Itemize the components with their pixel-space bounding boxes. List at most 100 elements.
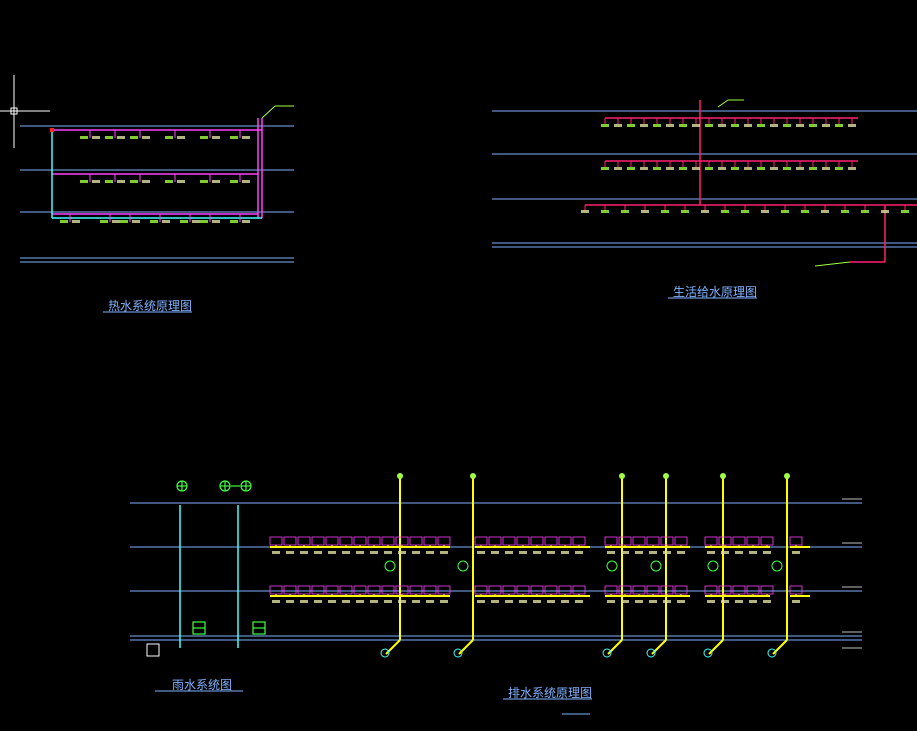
annotation-tick — [162, 220, 170, 223]
cleanout-icon — [767, 648, 777, 658]
fixture-box — [530, 585, 544, 595]
fixture-box — [674, 536, 688, 546]
annotation-tick — [621, 210, 629, 213]
annotation-tick — [519, 600, 527, 603]
annotation-tick — [822, 167, 830, 170]
fixture-box — [395, 536, 409, 546]
annotation-tick — [744, 167, 752, 170]
annotation-tick — [649, 600, 657, 603]
annotation-tick — [640, 124, 648, 127]
annotation-tick — [370, 600, 378, 603]
annotation-tick — [649, 551, 657, 554]
annotation-tick — [707, 551, 715, 554]
annotation-tick — [575, 600, 583, 603]
annotation-tick — [770, 124, 778, 127]
annotation-tick — [505, 551, 513, 554]
annotation-tick — [92, 136, 100, 139]
annotation-tick — [105, 136, 113, 139]
annotation-tick — [230, 180, 238, 183]
fixture-box — [488, 536, 502, 546]
annotation-tick — [212, 136, 220, 139]
domestic-riser-tag — [717, 99, 851, 267]
annotation-tick — [230, 136, 238, 139]
annotation-tick — [105, 180, 113, 183]
fixture-box — [544, 585, 558, 595]
annotation-tick — [200, 136, 208, 139]
annotation-tick — [328, 551, 336, 554]
fixture-box — [646, 585, 660, 595]
annotation-tick — [130, 136, 138, 139]
annotation-tick — [607, 600, 615, 603]
fixture-box — [646, 536, 660, 546]
annotation-tick — [519, 551, 527, 554]
drainage-outlet — [385, 639, 401, 655]
cleanout-icon — [602, 648, 612, 658]
annotation-tick — [718, 124, 726, 127]
fixture-box — [704, 585, 718, 595]
annotation-tick — [677, 551, 685, 554]
annotation-tick — [848, 124, 856, 127]
annotation-tick — [848, 167, 856, 170]
annotation-tick — [809, 124, 817, 127]
domestic-water-branches — [581, 118, 909, 213]
drainage-diagram-title: 排水系统原理图 — [508, 686, 593, 700]
annotation-tick — [177, 180, 185, 183]
fixture-box — [437, 536, 451, 546]
annotation-tick — [621, 551, 629, 554]
annotation-tick — [200, 220, 208, 223]
annotation-tick — [370, 551, 378, 554]
annotation-tick — [212, 220, 220, 223]
fixture-box — [325, 536, 339, 546]
fixture-box — [367, 585, 381, 595]
annotation-tick — [356, 600, 364, 603]
annotation-tick — [666, 167, 674, 170]
annotation-tick — [120, 220, 128, 223]
hot-water-system-diagram — [20, 105, 294, 263]
fixture-box — [311, 536, 325, 546]
drainage-outlet — [458, 639, 474, 655]
annotation-tick — [286, 551, 294, 554]
fixture-box — [618, 585, 632, 595]
fixture-box — [325, 585, 339, 595]
annotation-tick — [744, 124, 752, 127]
annotation-tick — [130, 180, 138, 183]
annotation-tick — [692, 124, 700, 127]
drainage-system-diagram — [269, 473, 810, 658]
fixture-box — [502, 585, 516, 595]
hot-water-branches — [60, 130, 250, 223]
annotation-tick — [80, 136, 88, 139]
annotation-tick — [180, 220, 188, 223]
annotation-tick — [601, 167, 609, 170]
annotation-tick — [100, 220, 108, 223]
annotation-tick — [200, 180, 208, 183]
annotation-tick — [80, 180, 88, 183]
fixture-box — [488, 585, 502, 595]
annotation-tick — [792, 600, 800, 603]
fixture-box — [339, 536, 353, 546]
fixture-box — [502, 536, 516, 546]
annotation-tick — [835, 124, 843, 127]
annotation-tick — [477, 600, 485, 603]
fixture-box — [732, 536, 746, 546]
annotation-tick — [640, 167, 648, 170]
annotation-tick — [440, 600, 448, 603]
annotation-tick — [561, 600, 569, 603]
annotation-tick — [242, 180, 250, 183]
annotation-tick — [142, 180, 150, 183]
fixture-box — [558, 536, 572, 546]
annotation-tick — [821, 210, 829, 213]
annotation-tick — [653, 167, 661, 170]
annotation-tick — [741, 210, 749, 213]
annotation-tick — [342, 600, 350, 603]
annotation-tick — [165, 136, 173, 139]
annotation-tick — [627, 167, 635, 170]
annotation-tick — [721, 210, 729, 213]
annotation-tick — [614, 124, 622, 127]
annotation-tick — [192, 220, 200, 223]
fixture-box — [474, 585, 488, 595]
vent-cap-icon — [619, 473, 625, 479]
domestic-cold-main — [585, 100, 917, 263]
hot-water-floor-lines — [20, 125, 294, 263]
fixture-box — [732, 585, 746, 595]
